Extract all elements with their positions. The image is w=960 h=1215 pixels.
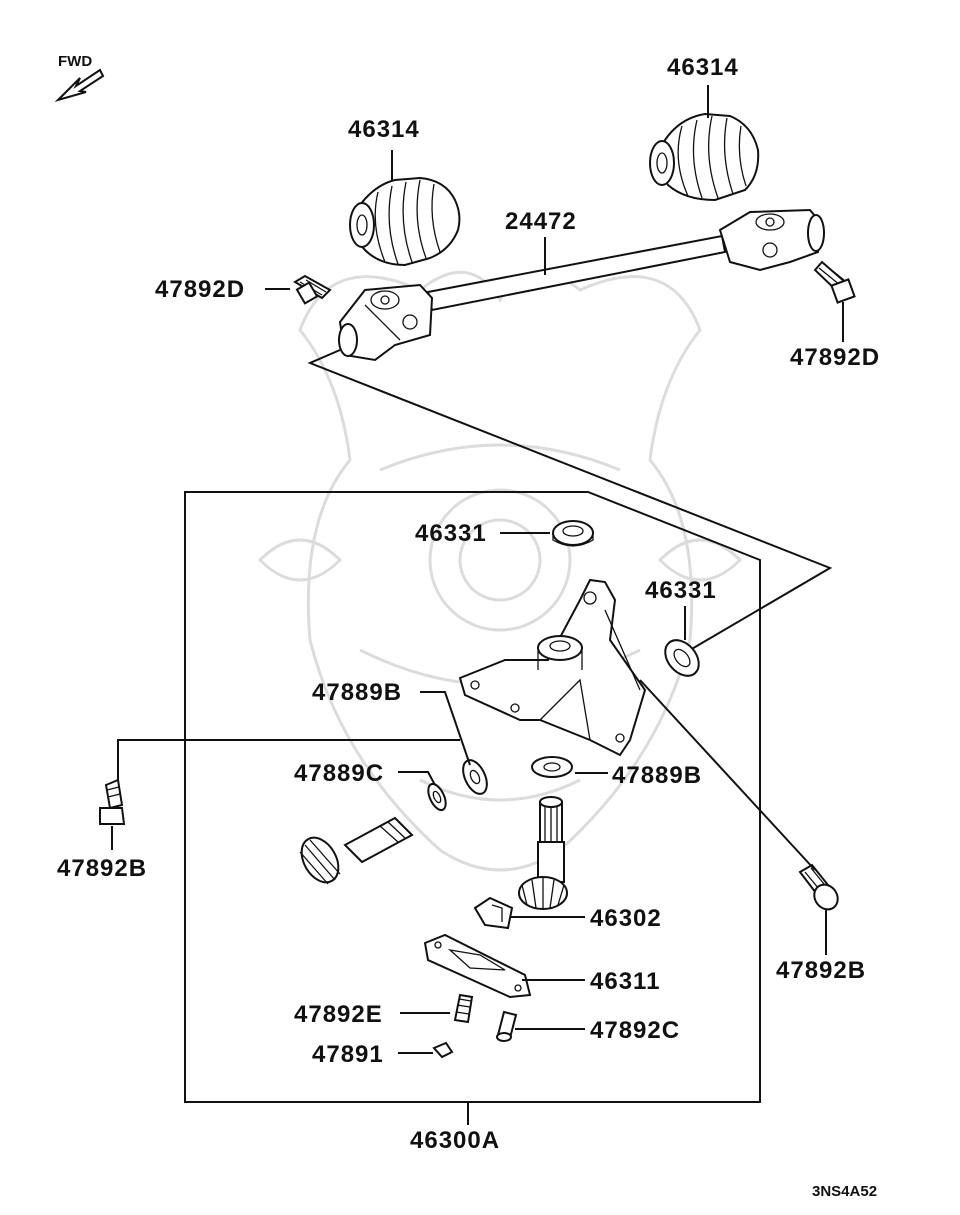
cap-46302 — [473, 896, 514, 930]
callout-assembly: 46300A — [410, 1127, 500, 1154]
pinion-gear — [299, 816, 414, 885]
callout-shaft: 24472 — [505, 208, 577, 235]
callout-bolt-c: 47892C — [590, 1017, 680, 1044]
seal-46331-right — [664, 639, 700, 677]
vertical-gear-shaft — [518, 796, 568, 910]
shaft — [338, 208, 825, 362]
boot-left — [349, 176, 461, 267]
callout-cover-plate: 46311 — [590, 968, 660, 995]
fwd-label: FWD — [58, 53, 92, 70]
assembly-frame — [184, 491, 761, 1103]
bolt-47892c — [496, 1010, 518, 1042]
callout-bolt-b-right: 47892B — [776, 957, 866, 984]
nut-47891 — [432, 1041, 454, 1059]
cover-plate-46311 — [423, 933, 532, 999]
washer-47889b-right — [531, 756, 573, 778]
callout-washer-b-left: 47889B — [312, 679, 402, 706]
callout-cap: 46302 — [590, 905, 662, 932]
callout-boot-right: 46314 — [667, 54, 739, 81]
seal-46331-top — [552, 520, 594, 547]
leader-lines — [111, 85, 844, 1054]
callout-bolt-d-left: 47892D — [155, 276, 245, 303]
callout-bolt-d-right: 47892D — [790, 344, 880, 371]
boot-right — [649, 112, 760, 202]
callout-bolt-e: 47892E — [294, 1001, 383, 1028]
diagram-code: 3NS4A52 — [812, 1183, 877, 1200]
callout-bolt-b-left: 47892B — [57, 855, 147, 882]
washer-47889c — [427, 782, 447, 812]
washer-47889b-left — [462, 759, 488, 795]
callout-seal-right: 46331 — [645, 577, 717, 604]
fwd-arrow-icon — [54, 68, 105, 103]
callout-seal-top: 46331 — [415, 520, 487, 547]
bolt-47892b-right — [798, 863, 839, 911]
gear-housing — [458, 578, 647, 757]
bolt-47892d-left — [293, 274, 332, 305]
callout-washer-c: 47889C — [294, 760, 384, 787]
callout-nut: 47891 — [312, 1041, 384, 1068]
callout-washer-b-right: 47889B — [612, 762, 702, 789]
bolt-47892b-left — [99, 778, 126, 825]
callout-boot-left: 46314 — [348, 116, 420, 143]
bolt-47892d-right — [813, 260, 856, 304]
bolt-47892e — [453, 993, 474, 1024]
